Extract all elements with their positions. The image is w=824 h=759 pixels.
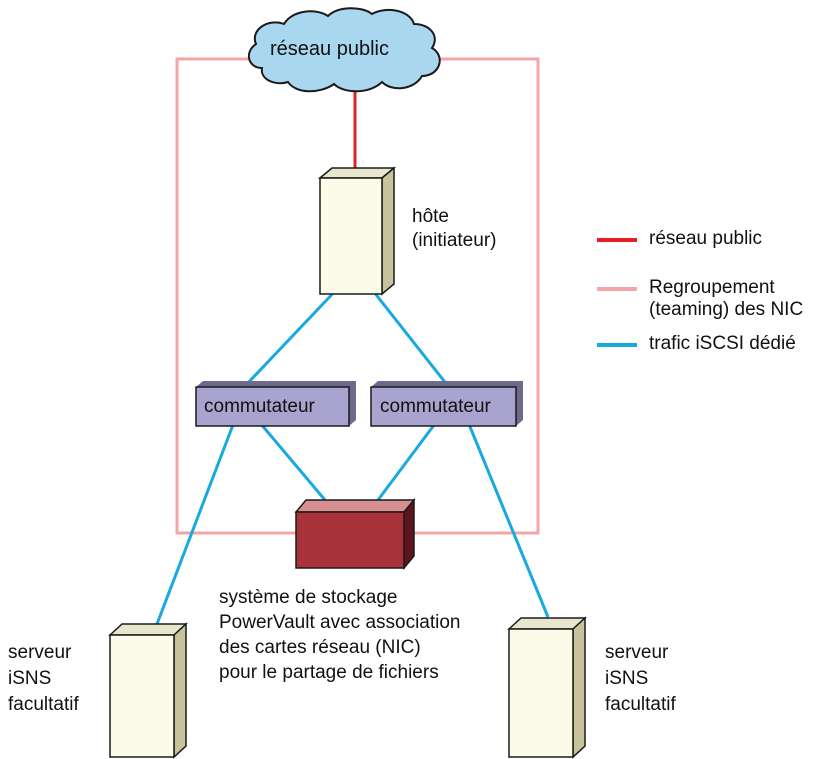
isns-left-label: serveur iSNS facultatif bbox=[8, 640, 79, 718]
isns-left-side bbox=[173, 622, 187, 759]
nic-teaming-left-link bbox=[175, 57, 296, 535]
legend-iscsi-traffic-line-1: trafic iSCSI dédié bbox=[649, 333, 796, 354]
nic-teaming-right-link bbox=[410, 57, 540, 535]
legend-label-nic-teaming: Regroupement (teaming) des NIC bbox=[649, 277, 803, 321]
storage-label-line-4: pour le partage de fichiers bbox=[219, 662, 439, 683]
iscsi-links bbox=[155, 285, 550, 625]
switch-1 bbox=[195, 381, 356, 427]
host-server bbox=[317, 166, 397, 296]
isns-left-line-1: serveur bbox=[8, 642, 72, 663]
host-server-front bbox=[319, 177, 383, 295]
legend-item-nic-teaming: Regroupement (teaming) des NIC bbox=[597, 277, 803, 321]
legend-swatch-nic-teaming bbox=[597, 287, 637, 291]
isns-right-top bbox=[507, 617, 587, 630]
storage-top bbox=[294, 499, 416, 513]
isns-server-left bbox=[108, 622, 188, 759]
switch-2-body bbox=[370, 386, 517, 427]
legend-swatch-public-network bbox=[597, 238, 637, 242]
legend-nic-teaming-line-2: (teaming) des NIC bbox=[649, 299, 804, 320]
switch-1-body bbox=[195, 386, 350, 427]
storage-side bbox=[403, 497, 415, 571]
legend-item-public-network: réseau public bbox=[597, 228, 762, 250]
nic-teaming-links bbox=[175, 57, 540, 535]
isns-right-line-2: iSNS bbox=[605, 668, 649, 689]
isns-server-right bbox=[507, 616, 587, 759]
switch-2-label: commutateur bbox=[380, 396, 491, 417]
isns-left-top bbox=[108, 623, 188, 636]
iscsi-link-switch2-storage bbox=[376, 416, 442, 501]
storage-label: système de stockage PowerVault avec asso… bbox=[219, 585, 461, 685]
storage-front bbox=[295, 511, 405, 569]
host-label-line-1: hôte bbox=[412, 206, 449, 227]
iscsi-link-switch1-isns bbox=[155, 416, 238, 625]
legend-label-public-network: réseau public bbox=[649, 228, 762, 250]
isns-left-line-3: facultatif bbox=[8, 694, 79, 715]
iscsi-link-host-switch2 bbox=[368, 286, 450, 387]
isns-right-line-3: facultatif bbox=[605, 694, 676, 715]
cloud-shape bbox=[247, 7, 441, 93]
switch-1-label: commutateur bbox=[204, 396, 315, 417]
cloud-label: réseau public bbox=[270, 38, 389, 60]
public-network-cloud bbox=[247, 7, 441, 93]
host-label: hôte (initiateur) bbox=[412, 205, 496, 253]
isns-right-side bbox=[572, 616, 586, 759]
isns-right-front bbox=[508, 628, 574, 758]
storage-system bbox=[294, 497, 416, 571]
host-label-line-2: (initiateur) bbox=[412, 230, 497, 251]
legend-label-iscsi-traffic: trafic iSCSI dédié bbox=[649, 333, 796, 355]
legend-nic-teaming-line-1: Regroupement bbox=[649, 277, 775, 298]
storage-label-line-2: PowerVault avec association bbox=[219, 612, 461, 633]
legend-swatch-iscsi-traffic bbox=[597, 343, 637, 347]
isns-left-line-2: iSNS bbox=[8, 668, 52, 689]
isns-right-label: serveur iSNS facultatif bbox=[605, 640, 676, 718]
storage-label-line-1: système de stockage bbox=[219, 587, 398, 608]
isns-left-front bbox=[109, 634, 175, 758]
switch-2 bbox=[370, 381, 523, 427]
iscsi-link-host-switch1 bbox=[243, 285, 341, 388]
host-server-side bbox=[381, 166, 395, 296]
iscsi-link-switch2-isns bbox=[464, 416, 550, 618]
isns-right-line-1: serveur bbox=[605, 642, 669, 663]
legend-public-network-line-1: réseau public bbox=[649, 228, 763, 249]
iscsi-link-switch1-storage bbox=[253, 416, 327, 501]
legend-item-iscsi-traffic: trafic iSCSI dédié bbox=[597, 333, 796, 355]
storage-label-line-3: des cartes réseau (NIC) bbox=[219, 637, 421, 658]
